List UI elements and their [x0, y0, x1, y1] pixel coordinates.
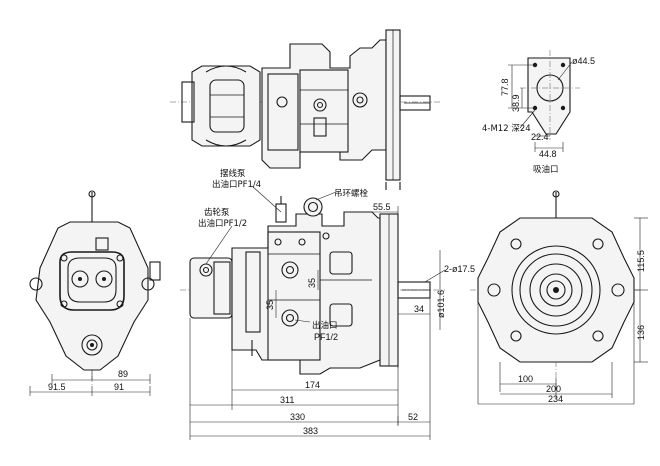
swash-pump-label: 摆线泵: [220, 168, 246, 179]
dim-115-5: 115.5: [636, 250, 646, 272]
swash-pump-port-label: 出油口PF1/4: [212, 179, 261, 190]
dim-diameter-44-5: ø44.5: [572, 56, 595, 66]
dim-34: 34: [414, 304, 424, 314]
suction-port-detail: ø44.5 77.8 38.9 4-M12 深24 22.4 44.8 吸油口: [482, 50, 595, 175]
dim-35-middle: 35: [307, 278, 317, 288]
suction-label: 吸油口: [533, 164, 559, 175]
dim-200: 200: [546, 384, 561, 394]
right-end-view: 115.5 136 100 200 234: [470, 190, 648, 405]
dim-174: 174: [305, 380, 320, 390]
dim-234: 234: [548, 394, 563, 404]
lift-bolt-label: 吊环螺栓: [334, 188, 369, 199]
gear-pump-port-label: 出油口PF1/2: [198, 218, 247, 229]
dim-44-8: 44.8: [539, 149, 557, 159]
dim-22-4: 22.4: [531, 132, 549, 142]
dim-311: 311: [280, 395, 294, 405]
dim-136: 136: [636, 325, 646, 340]
dim-100: 100: [518, 374, 533, 384]
dim-38-9: 38.9: [511, 94, 521, 112]
dim-89: 89: [118, 369, 128, 379]
dim-383: 383: [303, 426, 318, 436]
top-view: [170, 29, 440, 190]
gear-pump-label: 齿轮泵: [204, 207, 230, 218]
dim-91: 91: [114, 382, 124, 392]
left-end-view: 89 91.5 91: [29, 190, 161, 396]
dim-77-8: 77.8: [500, 78, 510, 96]
dim-91-5: 91.5: [48, 382, 66, 392]
dim-35-left: 35: [265, 300, 275, 310]
dim-52: 52: [408, 412, 418, 422]
dim-diameter-101-6: ø101.6: [436, 290, 446, 318]
main-outlet-port-label: PF1/2: [314, 332, 338, 342]
dim-55-5: 55.5: [373, 202, 391, 212]
main-outlet-label: 出油口: [312, 320, 338, 331]
bolt-spec-label: 4-M12 深24: [482, 124, 531, 134]
dim-2-holes-17-5: 2-ø17.5: [444, 264, 475, 274]
dim-330: 330: [290, 412, 305, 422]
front-view: 174 311 330 52 383 55.5 2-ø17.5 ø101.6 3…: [180, 168, 475, 440]
